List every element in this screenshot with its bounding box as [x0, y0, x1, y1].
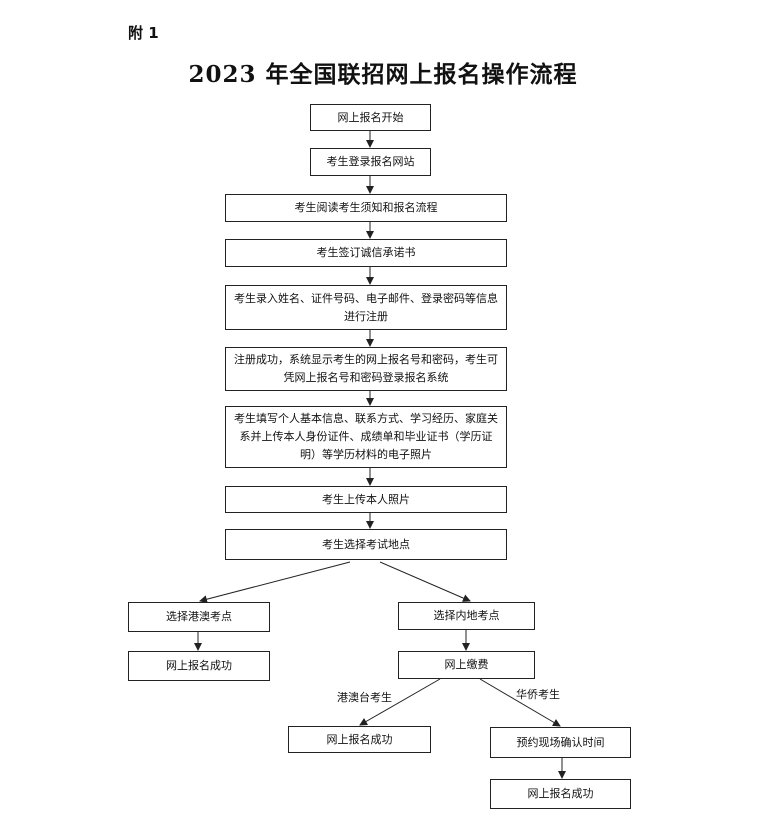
step-appointment: 预约现场确认时间	[490, 727, 631, 758]
step-upload-photo: 考生上传本人照片	[225, 486, 507, 513]
step-final-success: 网上报名成功	[490, 779, 631, 809]
step-hkmt-success: 网上报名成功	[288, 726, 431, 753]
step-registration-success: 注册成功，系统显示考生的网上报名号和密码，考生可凭网上报名号和密码登录报名系统	[225, 347, 507, 391]
step-hkmo-site: 选择港澳考点	[128, 602, 270, 632]
arrow-s9-mainland	[379, 561, 471, 602]
step-sign-pledge: 考生签订诚信承诺书	[225, 239, 507, 267]
arrow-payment-overseas	[479, 678, 561, 727]
branch-label-hkmt: 港澳台考生	[337, 691, 392, 704]
step-login: 考生登录报名网站	[310, 148, 431, 176]
branch-label-overseas: 华侨考生	[516, 688, 560, 701]
step-online-payment: 网上缴费	[398, 651, 535, 679]
step-hkmo-success: 网上报名成功	[128, 651, 270, 681]
page-title: 2023 年全国联招网上报名操作流程	[188, 61, 578, 88]
step-register: 考生录入姓名、证件号码、电子邮件、登录密码等信息进行注册	[225, 285, 507, 330]
step-mainland-site: 选择内地考点	[398, 602, 535, 630]
appendix-label: 附 1	[128, 24, 159, 42]
arrow-payment-hkmt	[359, 678, 441, 726]
step-start: 网上报名开始	[310, 104, 431, 131]
step-fill-info: 考生填写个人基本信息、联系方式、学习经历、家庭关系并上传本人身份证件、成绩单和毕…	[225, 406, 507, 468]
step-read-notice: 考生阅读考生须知和报名流程	[225, 194, 507, 222]
arrow-s9-hkmo	[199, 561, 351, 604]
step-choose-site: 考生选择考试地点	[225, 529, 507, 560]
